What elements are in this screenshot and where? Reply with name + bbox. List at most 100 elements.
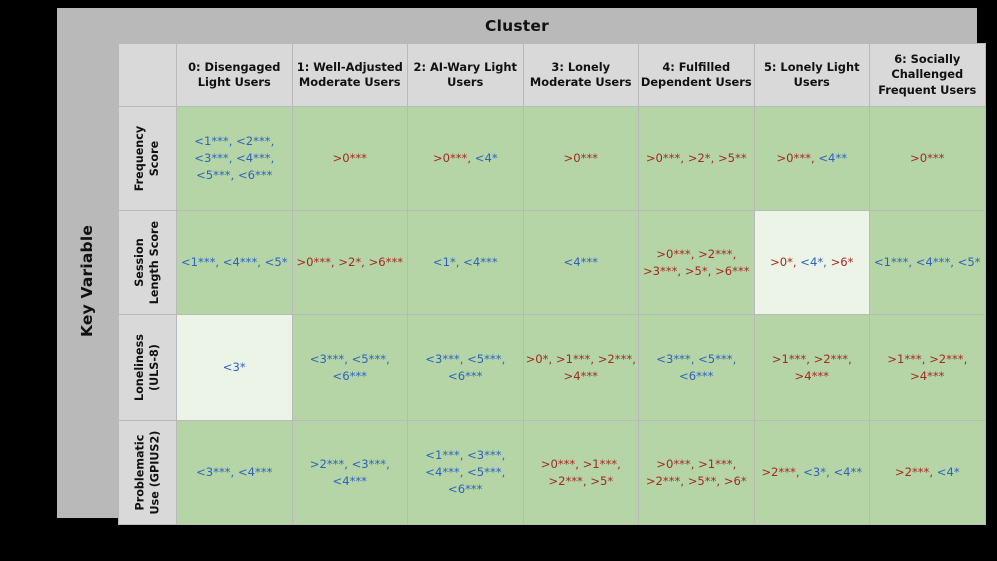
- matrix-cell-r0-c5: >0***, <4**: [754, 107, 869, 210]
- matrix-cell-r2-c6: >1***, >2***, >4***: [870, 315, 985, 420]
- significance-token: >2***,: [813, 351, 852, 366]
- key-variable-axis-title: Key Variable: [57, 43, 118, 518]
- significance-token: >2***,: [645, 473, 685, 488]
- significance-token: <4*: [936, 465, 960, 480]
- matrix-cell-r3-c6: >2***, <4*: [870, 421, 985, 524]
- significance-token: >0*,: [770, 255, 797, 270]
- matrix-cell-r0-c6: >0***: [870, 107, 985, 210]
- significance-token: >0***: [563, 151, 598, 166]
- significance-token: >0***,: [656, 456, 695, 471]
- significance-token: >1***,: [555, 351, 595, 366]
- matrix-cell-r3-c1: >2***, <3***, <4***: [292, 421, 407, 524]
- significance-token: <2***,: [236, 134, 275, 149]
- matrix-cell-r1-c6: <1***, <4***, <5*: [870, 211, 985, 314]
- significance-token: >0***,: [776, 151, 815, 166]
- matrix-cell-r3-c2: <1***, <3***, <4***, <5***, <6***: [408, 421, 523, 524]
- comparison-matrix-figure: Cluster Key Variable 0: Disengaged Light…: [57, 8, 986, 525]
- significance-token: >6***: [715, 263, 750, 278]
- significance-token: <3***,: [351, 456, 390, 471]
- significance-token: <5***,: [698, 351, 737, 366]
- significance-token: >2***,: [597, 351, 636, 366]
- matrix-cell-r0-c0: <1***, <2***, <3***, <4***, <5***, <6***: [177, 107, 292, 210]
- matrix-cell-r2-c0: <3*: [177, 315, 292, 420]
- significance-token: >2***,: [894, 465, 934, 480]
- significance-token: <3***,: [467, 448, 506, 463]
- matrix-cell-r0-c4: >0***, >2*, >5**: [639, 107, 754, 210]
- significance-token: >0***,: [656, 246, 695, 261]
- significance-token: >6***: [368, 255, 404, 270]
- significance-token: >6*: [723, 473, 747, 488]
- matrix-cell-r2-c2: <3***, <5***, <6***: [408, 315, 523, 420]
- significance-token: >2***,: [929, 351, 968, 366]
- significance-token: >1***,: [698, 456, 737, 471]
- significance-token: >1***,: [582, 456, 621, 471]
- significance-token: <5*: [264, 255, 288, 270]
- significance-token: <6***: [679, 368, 714, 383]
- significance-token: <5***,: [351, 351, 390, 366]
- significance-token: >5*: [590, 473, 614, 488]
- significance-token: <3*,: [803, 465, 830, 480]
- significance-token: >2*,: [687, 151, 715, 166]
- column-header-cluster-2: 2: AI-Wary Light Users: [408, 44, 523, 106]
- significance-token: >0*,: [525, 351, 553, 366]
- significance-token: <3***,: [194, 151, 233, 166]
- significance-token: <4***,: [222, 255, 261, 270]
- significance-token: <1***,: [180, 255, 220, 270]
- significance-token: <4***,: [915, 255, 954, 270]
- significance-token: <4***: [563, 255, 598, 270]
- significance-token: >1***,: [771, 351, 810, 366]
- significance-token: <1*,: [432, 255, 460, 270]
- significance-token: >2***,: [548, 473, 587, 488]
- cluster-axis-title-text: Cluster: [485, 16, 549, 35]
- column-header-cluster-4: 4: Fulfilled Dependent Users: [639, 44, 754, 106]
- row-header-2: Loneliness(ULS-8): [119, 315, 176, 420]
- significance-token: <6***: [448, 368, 483, 383]
- table-row: Loneliness(ULS-8)<3*<3***, <5***, <6***<…: [119, 315, 985, 420]
- corner-cell: [119, 44, 176, 106]
- matrix-cell-r1-c0: <1***, <4***, <5*: [177, 211, 292, 314]
- matrix-cell-r1-c5: >0*, <4*, >6*: [754, 211, 869, 314]
- cluster-axis-title: Cluster: [57, 8, 977, 43]
- significance-token: >0***,: [296, 255, 335, 270]
- significance-token: <4***: [237, 465, 273, 480]
- column-header-cluster-5: 5: Lonely Light Users: [754, 44, 869, 106]
- matrix-cell-r1-c3: <4***: [523, 211, 638, 314]
- matrix-cell-r3-c5: >2***, <3*, <4**: [754, 421, 869, 524]
- significance-token: <4***: [463, 255, 498, 270]
- significance-token: >0***,: [432, 151, 472, 166]
- significance-token: >1***,: [887, 351, 926, 366]
- significance-token: <5***,: [196, 167, 235, 182]
- significance-token: <1***,: [873, 255, 913, 270]
- significance-token: >5*,: [684, 263, 712, 278]
- matrix-cell-r2-c1: <3***, <5***, <6***: [292, 315, 407, 420]
- matrix-cell-r1-c4: >0***, >2***, >3***, >5*, >6***: [639, 211, 754, 314]
- matrix-cell-r0-c1: >0***: [292, 107, 407, 210]
- significance-token: >2*,: [338, 255, 365, 270]
- significance-token: >0***: [910, 151, 945, 166]
- significance-token: <4*: [474, 151, 498, 166]
- significance-token: <4***,: [236, 151, 275, 166]
- matrix-cell-r1-c1: >0***, >2*, >6***: [292, 211, 407, 314]
- significance-token: <6***: [448, 481, 483, 496]
- matrix-cell-r3-c4: >0***, >1***, >2***, >5**, >6*: [639, 421, 754, 524]
- significance-matrix-table: 0: Disengaged Light Users 1: Well-Adjust…: [118, 43, 986, 525]
- significance-token: >2***,: [698, 246, 737, 261]
- matrix-cell-r2-c3: >0*, >1***, >2***, >4***: [523, 315, 638, 420]
- matrix-cell-r2-c5: >1***, >2***, >4***: [754, 315, 869, 420]
- significance-token: >0***,: [645, 151, 685, 166]
- column-header-cluster-1: 1: Well-Adjusted Moderate Users: [292, 44, 407, 106]
- column-header-cluster-3: 3: Lonely Moderate Users: [523, 44, 638, 106]
- significance-token: >0***: [332, 151, 367, 166]
- matrix-cell-r2-c4: <3***, <5***, <6***: [639, 315, 754, 420]
- significance-token: <6***: [332, 368, 367, 383]
- significance-token: <1***,: [425, 448, 464, 463]
- significance-token: <5***,: [467, 465, 506, 480]
- significance-token: >3***,: [642, 263, 682, 278]
